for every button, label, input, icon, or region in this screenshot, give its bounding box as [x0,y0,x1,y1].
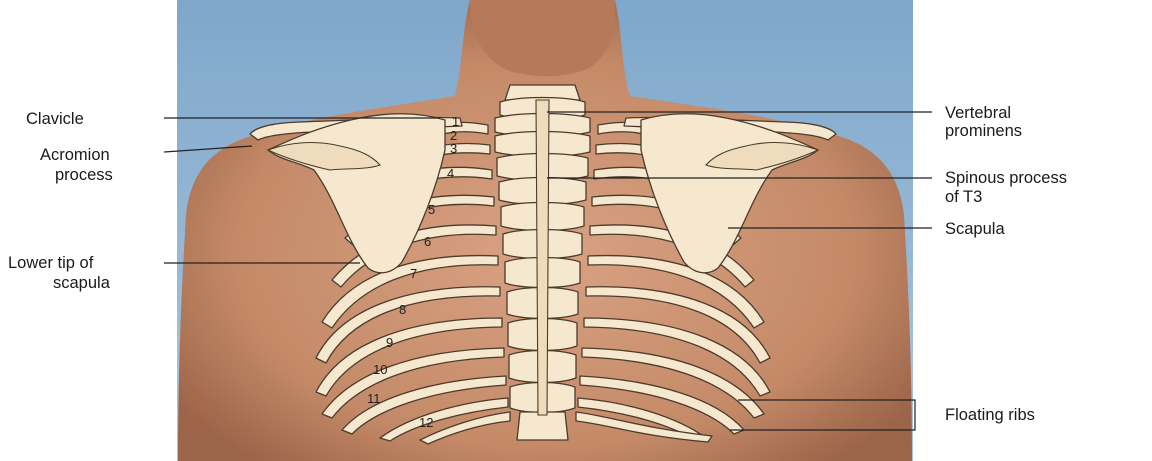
label-acromion-line1: Acromion [40,146,110,164]
label-spinous-line2: of T3 [945,188,982,206]
labels-right: Vertebral prominens Spinous process of T… [945,104,1067,424]
rib-number-9: 9 [386,335,393,350]
rib-number-5: 5 [428,202,435,217]
label-lower-tip-line1: Lower tip of [8,254,94,272]
rib-number-8: 8 [399,302,406,317]
label-lower-tip-line2: scapula [53,274,111,292]
label-scapula: Scapula [945,220,1005,238]
rib-number-10: 10 [373,362,387,377]
label-clavicle: Clavicle [26,110,84,128]
label-vertebral-line1: Vertebral [945,104,1011,122]
rib-number-12: 12 [419,415,433,430]
label-acromion-line2: process [55,166,113,184]
rib-number-7: 7 [410,266,417,281]
rib-number-4: 4 [447,166,454,181]
rib-number-1: 1 [452,114,459,129]
label-spinous-line1: Spinous process [945,169,1067,187]
label-floating-ribs: Floating ribs [945,406,1035,424]
rib-number-6: 6 [424,234,431,249]
rib-number-11: 11 [367,391,381,406]
rib-number-3: 3 [450,141,457,156]
label-vertebral-line2: prominens [945,122,1022,140]
labels-left: Clavicle Acromion process Lower tip of s… [8,110,113,292]
